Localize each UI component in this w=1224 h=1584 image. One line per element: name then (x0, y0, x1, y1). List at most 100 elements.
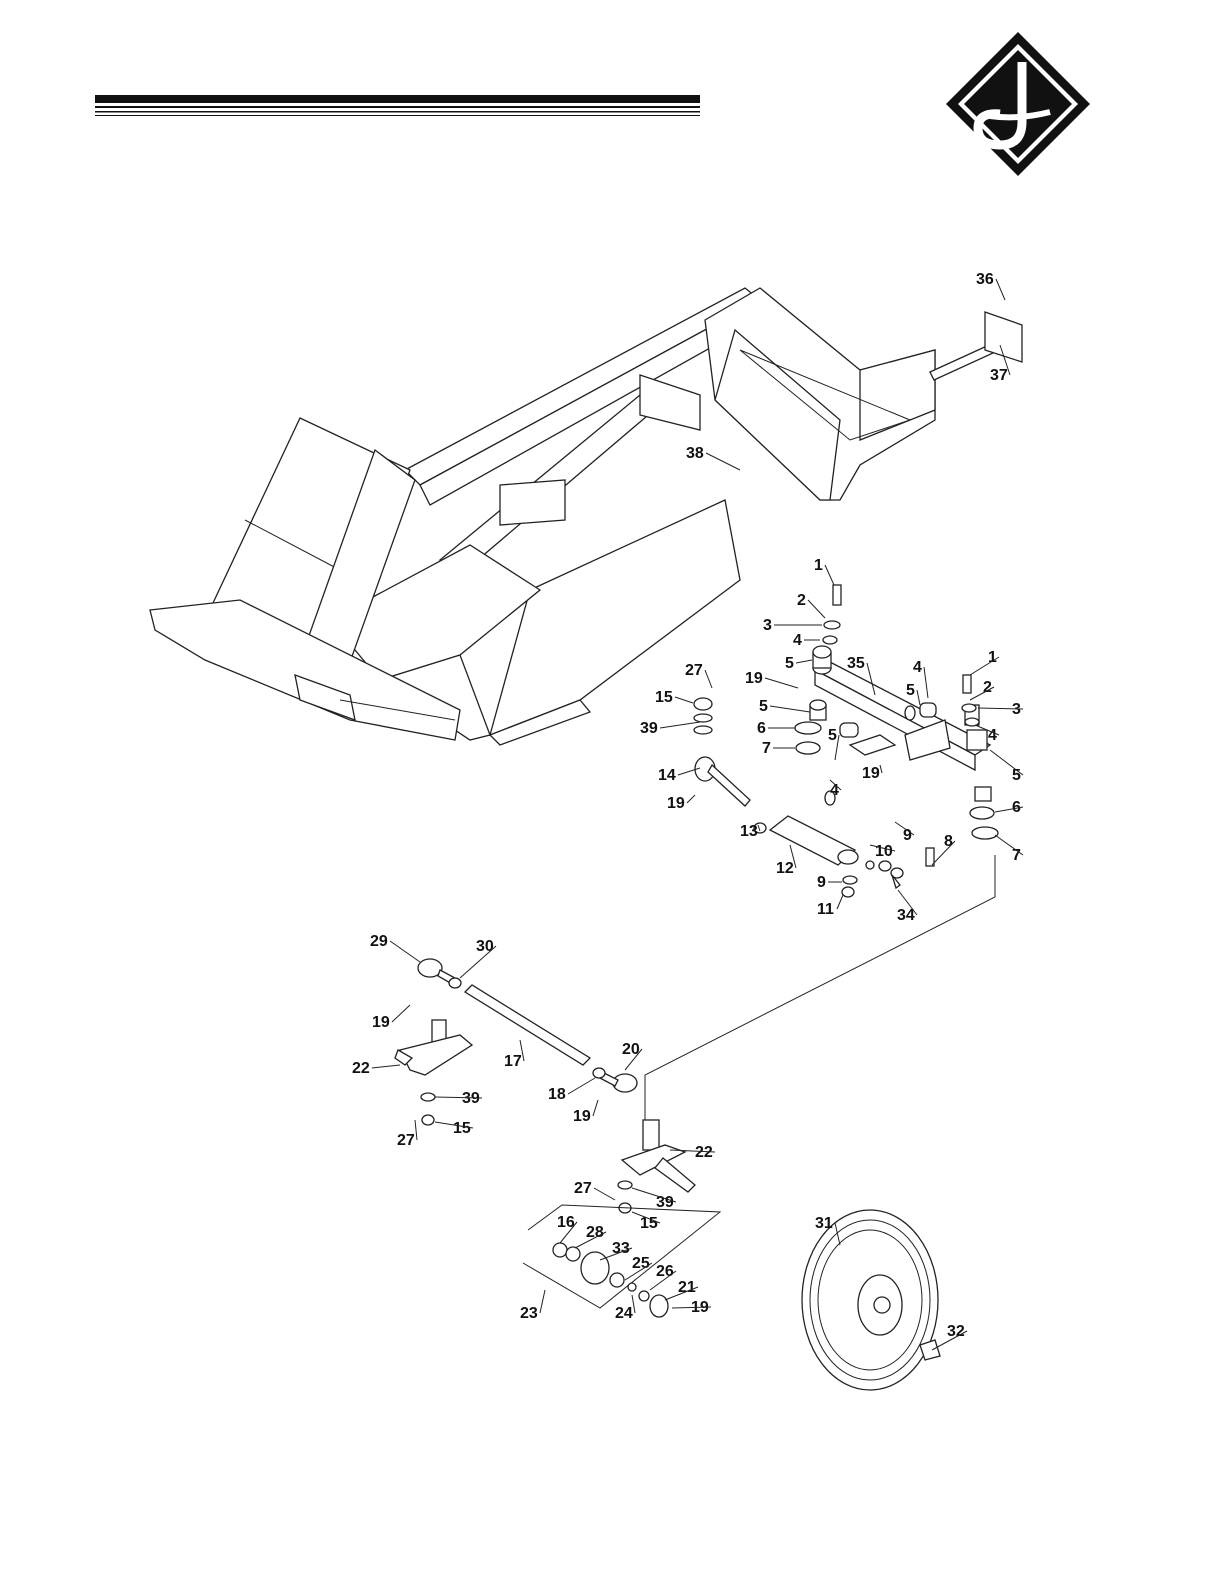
frame-assembly (150, 288, 1022, 745)
callout-leader (796, 660, 812, 663)
callout-c19c: 19 (667, 795, 695, 812)
callout-c8: 8 (932, 833, 955, 865)
callout-c15b: 15 (435, 1120, 473, 1137)
callout-leader (390, 941, 420, 962)
callout-c26: 26 (650, 1263, 676, 1290)
callout-number: 19 (745, 670, 763, 687)
callout-c5e: 5 (990, 750, 1023, 784)
callout-leader (837, 895, 843, 909)
callout-c10: 10 (870, 843, 895, 860)
callout-leader (540, 1290, 545, 1313)
callout-c12: 12 (776, 845, 796, 877)
callout-number: 28 (586, 1224, 604, 1241)
callout-number: 9 (903, 827, 912, 844)
front-axle-assembly (694, 585, 998, 897)
brand-logo: J (0, 0, 1090, 176)
callout-number: 24 (615, 1305, 633, 1322)
callout-c11: 11 (817, 895, 843, 918)
callout-number: 11 (817, 901, 834, 918)
callout-c21: 21 (665, 1279, 698, 1300)
callout-leader (995, 835, 1023, 855)
callout-leader (660, 722, 700, 728)
callout-c6b: 6 (995, 799, 1023, 816)
callout-c34: 34 (897, 890, 917, 924)
callout-number: 15 (453, 1120, 471, 1137)
callout-c18: 18 (548, 1078, 595, 1103)
callout-number: 31 (815, 1215, 833, 1232)
callout-number: 39 (462, 1090, 480, 1107)
callout-number: 9 (817, 874, 826, 891)
leader-line (645, 855, 995, 1120)
callout-number: 15 (640, 1215, 658, 1232)
callout-c24: 24 (615, 1295, 635, 1322)
callout-c27c: 27 (574, 1180, 615, 1200)
callout-c9a: 9 (895, 822, 914, 844)
callout-c4d: 4 (830, 780, 841, 799)
callout-c5c: 5 (759, 698, 810, 715)
callout-leader (917, 690, 920, 705)
callout-c3b: 3 (978, 701, 1023, 718)
callout-leader (924, 667, 928, 698)
callout-c4a: 4 (793, 632, 820, 649)
callout-number: 5 (785, 655, 794, 672)
callout-number: 19 (372, 1014, 390, 1031)
callout-number: 15 (655, 689, 673, 706)
callout-number: 1 (814, 557, 823, 574)
callout-number: 12 (776, 860, 794, 877)
callout-c19f: 19 (672, 1299, 711, 1316)
callout-number: 13 (740, 823, 758, 840)
callout-leader (706, 453, 740, 470)
callout-leader (770, 706, 810, 712)
callout-number: 19 (573, 1108, 591, 1125)
callout-leader (705, 670, 712, 688)
callout-c19d: 19 (372, 1005, 410, 1031)
callout-number: 27 (397, 1132, 415, 1149)
callout-number: 4 (913, 659, 922, 676)
callout-c9b: 9 (817, 874, 842, 891)
callout-number: 35 (847, 655, 865, 672)
callout-number: 7 (762, 740, 771, 757)
callout-c39a: 39 (640, 720, 700, 737)
callout-leader (808, 600, 825, 618)
callout-c39c: 39 (632, 1188, 676, 1211)
callout-leader (675, 697, 693, 703)
callout-number: 14 (658, 767, 676, 784)
callout-leader (593, 1100, 598, 1116)
callout-number: 37 (990, 367, 1008, 384)
callout-number: 23 (520, 1305, 538, 1322)
callout-number: 5 (906, 682, 915, 699)
callout-number: 30 (476, 938, 494, 955)
callout-number: 10 (875, 843, 893, 860)
callout-number: 4 (988, 727, 997, 744)
callout-c1b: 1 (970, 649, 999, 675)
steering-assembly (395, 959, 940, 1390)
callout-number: 5 (828, 727, 837, 744)
callout-number: 27 (574, 1180, 592, 1197)
callout-leader (970, 657, 999, 675)
callout-c14: 14 (658, 767, 700, 784)
callout-leader (372, 1065, 400, 1068)
callout-c28: 28 (575, 1224, 606, 1248)
callout-c2a: 2 (797, 592, 825, 618)
callout-number: 4 (793, 632, 802, 649)
callout-leader (415, 1120, 417, 1140)
callout-number: 17 (504, 1053, 522, 1070)
callout-number: 3 (763, 617, 772, 634)
callout-c39b: 39 (435, 1090, 482, 1107)
callout-c29: 29 (370, 933, 420, 962)
callout-leader (825, 565, 834, 585)
callout-c15c: 15 (632, 1212, 660, 1232)
callout-leader (687, 795, 695, 803)
callout-number: 29 (370, 933, 388, 950)
callout-c5d: 5 (828, 727, 839, 760)
callout-c19a: 19 (745, 670, 798, 688)
callout-c23: 23 (520, 1290, 545, 1322)
callout-number: 34 (897, 907, 915, 924)
callout-c36: 36 (976, 271, 1005, 300)
callout-number: 27 (685, 662, 703, 679)
callout-number: 5 (759, 698, 768, 715)
callout-c17: 17 (504, 1040, 524, 1070)
callout-c13: 13 (740, 823, 760, 840)
callout-number: 22 (695, 1144, 713, 1161)
